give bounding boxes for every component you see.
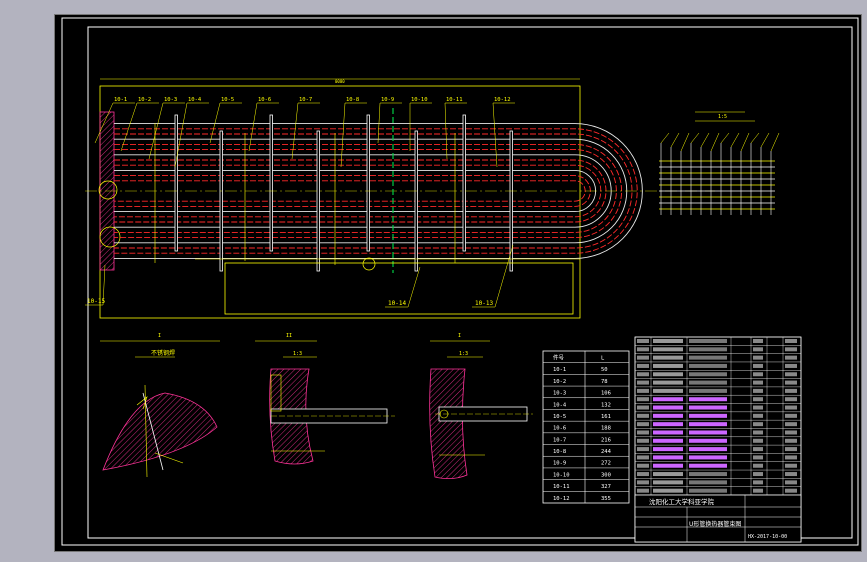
length-table-cell: 10-3 <box>553 391 566 397</box>
length-table-cell: 10-1 <box>553 367 566 373</box>
leader-label: 10-7 <box>299 97 312 103</box>
leader-label: 10-1 <box>114 97 127 103</box>
drawing-name: U形管换热器管束图 <box>689 520 741 528</box>
section-b-caption: 1:3 <box>293 351 302 357</box>
baffle <box>174 114 178 252</box>
length-table: 件号 L 10-1 50 10-2 78 10-3 106 10-4 132 10-5 161 10-6… <box>542 350 630 504</box>
length-table-cell: 10-2 <box>553 379 566 385</box>
part-leaders: 10-1 10-2 10-3 10-4 10-5 10-6 10-7 10-8 10-9 10-1… <box>94 97 515 168</box>
length-table-cell: 10-7 <box>553 437 566 443</box>
leader-label: 10-11 <box>446 97 463 103</box>
length-table-cell: 78 <box>601 379 608 385</box>
length-table-cell: 106 <box>601 391 611 397</box>
length-table-cell: 10-6 <box>553 426 566 432</box>
section-a-title: I <box>158 333 161 339</box>
baffle <box>509 130 513 272</box>
leader-label: 10-4 <box>188 97 202 103</box>
u-tube <box>114 133 633 249</box>
svg-text:0000: 0000 <box>335 79 345 84</box>
baffle <box>316 130 320 272</box>
length-table-cell: 188 <box>601 426 611 432</box>
school-name: 沈阳化工大学科亚学院 <box>649 497 715 506</box>
length-table-cell: 132 <box>601 402 611 408</box>
section-c: I 1:3 <box>429 333 533 479</box>
main-view-envelope <box>99 85 581 319</box>
length-table-cell: 50 <box>601 367 608 373</box>
baffle <box>269 114 273 252</box>
section-b: II 1:3 <box>255 333 395 465</box>
u-tube <box>114 123 643 259</box>
top-right-view: 1:5 <box>659 111 780 215</box>
top-right-title: 1:5 <box>718 114 727 120</box>
left-label: 10-15 <box>87 298 105 305</box>
baffle <box>462 114 466 252</box>
title-block: 沈阳化工大学科亚学院 U形管换热器管束图 HX-2017-10-00 <box>634 494 802 543</box>
length-table-cell: 161 <box>601 414 611 420</box>
support-base <box>224 262 574 315</box>
section-c-caption: 1:3 <box>459 351 468 357</box>
length-table-cell: 300 <box>601 472 611 478</box>
inner-frame <box>87 26 853 539</box>
leader-label: 10-5 <box>221 97 234 103</box>
leader-label: 10-3 <box>164 97 177 103</box>
u-tube <box>114 143 623 239</box>
length-table-cell: 件号 <box>553 354 565 362</box>
leader-label: 10-9 <box>381 97 394 103</box>
length-table-cell: L <box>601 356 605 362</box>
outer-frame <box>61 17 859 546</box>
length-table-cell: 10-4 <box>553 402 567 408</box>
length-table-cell: 355 <box>601 496 611 502</box>
length-table-cell: 272 <box>601 461 611 467</box>
leader-label: 10-10 <box>411 97 428 103</box>
length-table-cell: 10-12 <box>553 496 570 502</box>
baffle <box>366 114 370 252</box>
section-b-title: II <box>286 333 292 339</box>
leader-label: 10-8 <box>346 97 359 103</box>
length-table-cell: 10-8 <box>553 449 566 455</box>
length-table-cell: 10-5 <box>553 414 566 420</box>
length-table-cell: 10-11 <box>553 484 570 490</box>
baffle <box>219 130 223 272</box>
parts-list <box>634 336 802 543</box>
u-tube <box>114 128 638 254</box>
drawing-number: HX-2017-10-00 <box>748 534 787 540</box>
baffle <box>414 130 418 272</box>
length-table-cell: 10-10 <box>553 472 570 478</box>
leader-label: 10-12 <box>494 97 511 103</box>
section-a-caption: 不锈钢焊 <box>151 349 175 357</box>
leader-label: 10-6 <box>258 97 271 103</box>
length-table-cell: 10-9 <box>553 461 566 467</box>
bottom-label-1: 10-14 <box>388 300 406 307</box>
length-table-cell: 244 <box>601 449 612 455</box>
section-a: I 不锈钢焊 <box>100 333 220 478</box>
length-table-cell: 216 <box>601 437 611 443</box>
length-table-cell: 327 <box>601 484 611 490</box>
section-c-plate <box>429 368 468 479</box>
leader-label: 10-2 <box>138 97 151 103</box>
bottom-label-2: 10-13 <box>475 300 493 307</box>
section-a-shape <box>102 392 218 471</box>
section-c-title: I <box>458 333 461 339</box>
